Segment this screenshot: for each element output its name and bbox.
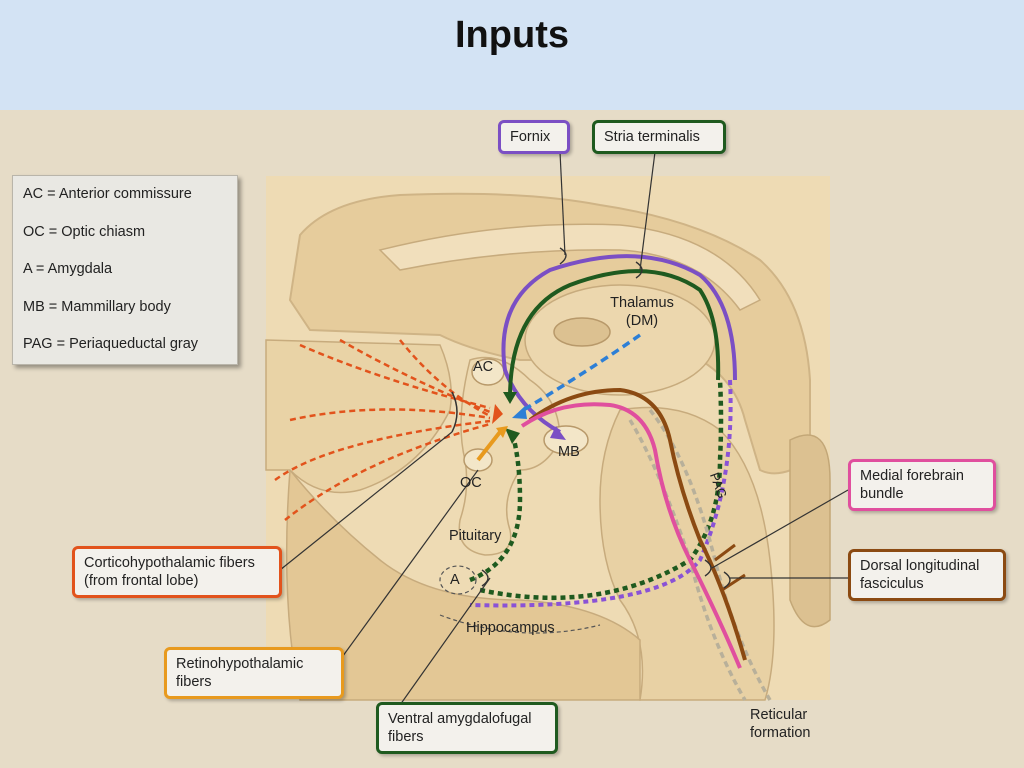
label-ac: AC [473, 359, 494, 375]
label-hippocampus: Hippocampus [466, 620, 555, 636]
cerebellum-shape [789, 434, 831, 628]
label-thalamus-line2: (DM) [625, 313, 659, 329]
corticohypothalamic-fibers [274, 338, 491, 521]
callout-retinohypothalamic-line1: Retinohypothalamic [176, 656, 304, 672]
stria-terminalis-path [508, 269, 721, 399]
hippocampus-outline [439, 614, 601, 634]
label-reticular-formation: Reticular formation [750, 706, 810, 742]
callout-stria-terminalis: Stria terminalis [592, 120, 726, 154]
legend-item-ac: AC = Anterior commissure [23, 186, 192, 202]
ventral-amygdalofugal-path [479, 379, 724, 601]
corticohypothalamic-arrowhead [492, 404, 503, 424]
callout-fornix: Fornix [498, 120, 570, 154]
callout-fornix-text: Fornix [510, 129, 551, 145]
callout-retinohypothalamic-fibers: Retinohypothalamic fibers [164, 647, 344, 699]
legend-item-pag: PAG = Periaqueductal gray [23, 336, 199, 352]
temporal-lobe-shape [285, 468, 641, 701]
thalamic-input-path [519, 333, 642, 414]
label-thalamus: Thalamus (DM) [604, 294, 680, 330]
legend-item-mb: MB = Mammillary body [23, 298, 171, 315]
callout-pointer-lines [279, 151, 849, 706]
callout-corticohypothalamic-fibers: Corticohypothalamic fibers (from frontal… [72, 546, 282, 598]
retinohypothalamic-arrowhead [496, 426, 508, 438]
ventral-amygdalofugal-path-2 [469, 431, 523, 583]
abbreviation-legend: AC = Anterior commissure OC = Optic chia… [12, 175, 238, 365]
label-pituitary: Pituitary [449, 528, 502, 544]
interthalamic-adhesion [553, 317, 611, 347]
callout-medial-forebrain-bundle: Medial forebrain bundle [848, 459, 996, 511]
stria-terminalis-arrowhead [503, 392, 517, 404]
thalamic-input-arrowhead [512, 406, 527, 419]
legend-item-oc: OC = Optic chiasm [23, 223, 146, 240]
label-a: A [450, 572, 460, 588]
slide-title: Inputs [455, 14, 569, 56]
frontal-lobe-shape [265, 339, 452, 494]
label-mb: MB [558, 444, 580, 460]
callout-dorsal-longitudinal-fasciculus: Dorsal longitudinal fasciculus [848, 549, 1006, 601]
callout-medial-forebrain-line2: bundle [860, 486, 904, 502]
callout-ventral-amygdalofugal-line2: fibers [388, 729, 424, 745]
pathway-crossing-marks [481, 247, 731, 589]
callout-medial-forebrain-line1: Medial forebrain [860, 468, 964, 484]
medial-forebrain-path [520, 402, 742, 669]
callout-dorsal-longitudinal-line2: fasciculus [860, 576, 924, 592]
dorsal-longitudinal-path [528, 387, 747, 661]
slide-header: Inputs [0, 0, 1024, 110]
callout-corticohypothalamic-line1: Corticohypothalamic fibers [84, 555, 255, 571]
retinohypothalamic-path [476, 430, 502, 462]
label-reticular-line2: formation [750, 725, 811, 741]
label-oc: OC [460, 475, 482, 491]
corticohypothalamic-bracket [451, 391, 458, 433]
label-reticular-line1: Reticular [750, 707, 808, 723]
fornix-arrowhead [550, 426, 566, 440]
callout-dorsal-longitudinal-line1: Dorsal longitudinal [860, 558, 980, 574]
pag-dotted-path [469, 379, 733, 608]
ventral-amygdalofugal-arrowhead [505, 428, 520, 444]
callout-stria-terminalis-text: Stria terminalis [604, 129, 700, 145]
callout-corticohypothalamic-line2: (from frontal lobe) [84, 573, 199, 589]
amygdala-outline [439, 565, 477, 595]
callout-retinohypothalamic-line2: fibers [176, 674, 212, 690]
callout-ventral-amygdalofugal-line1: Ventral amygdalofugal [388, 711, 532, 727]
label-thalamus-line1: Thalamus [610, 295, 674, 311]
callout-ventral-amygdalofugal-fibers: Ventral amygdalofugal fibers [376, 702, 558, 754]
corpus-callosum [378, 223, 762, 311]
legend-item-a: A = Amygdala [23, 261, 113, 277]
